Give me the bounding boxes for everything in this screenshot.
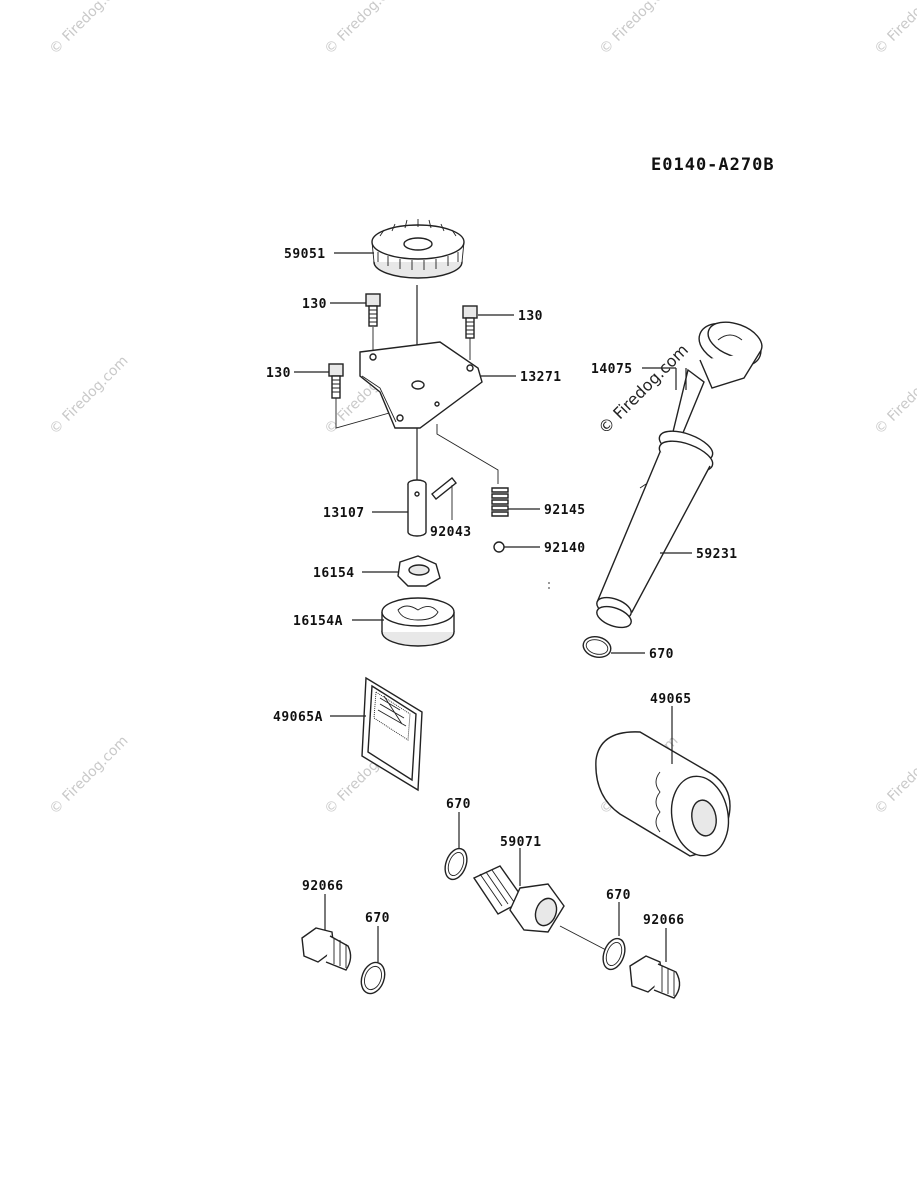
- leader-line: [642, 367, 687, 390]
- spring-92145[interactable]: [491, 487, 509, 517]
- part-label-130[interactable]: 130: [518, 309, 543, 324]
- watermarks: © Firedog.com © Firedog.com © Firedog.co…: [47, 0, 917, 818]
- part-label-13271[interactable]: 13271: [520, 370, 562, 385]
- oil-screen-49065A[interactable]: [361, 676, 423, 792]
- bolt-130-c[interactable]: [328, 363, 344, 399]
- watermark: © Firedog.com: [872, 353, 917, 438]
- watermark: © Firedog.com: [597, 0, 682, 58]
- part-label-92066[interactable]: 92066: [643, 913, 685, 928]
- part-label-130[interactable]: 130: [266, 366, 291, 381]
- o-ring-670[interactable]: [357, 959, 389, 997]
- oil-filler-cap-14075[interactable]: [671, 315, 767, 441]
- part-label-13107[interactable]: 13107: [323, 506, 365, 521]
- leader-line: [436, 424, 499, 484]
- watermark: © Firedog.com: [47, 0, 132, 58]
- part-label-59071[interactable]: 59071: [500, 835, 542, 850]
- o-ring-670[interactable]: [599, 936, 629, 973]
- bolt-130-b[interactable]: [462, 305, 478, 339]
- part-label-16154[interactable]: 16154: [313, 566, 355, 581]
- watermark: © Firedog.com: [47, 733, 132, 818]
- o-ring-670[interactable]: [441, 846, 471, 883]
- watermark: © Firedog.com: [872, 0, 917, 58]
- pump-cover-13271[interactable]: [359, 341, 483, 429]
- part-label-59051[interactable]: 59051: [284, 247, 326, 262]
- outer-rotor-16154A[interactable]: [381, 597, 455, 647]
- watermark: © Firedog.com: [47, 353, 132, 438]
- part-label-92066[interactable]: 92066: [302, 879, 344, 894]
- watermark: © Firedog.com: [872, 733, 917, 818]
- part-label-670[interactable]: 670: [365, 911, 390, 926]
- part-label-92145[interactable]: 92145: [544, 503, 586, 518]
- drain-plug-92066[interactable]: [629, 955, 681, 999]
- part-label-670[interactable]: 670: [446, 797, 471, 812]
- pin-92043[interactable]: [431, 477, 457, 500]
- leader-line: [559, 925, 607, 951]
- o-ring-670[interactable]: [581, 634, 613, 661]
- part-label-59231[interactable]: 59231: [696, 547, 738, 562]
- part-label-670[interactable]: 670: [649, 647, 674, 662]
- inner-rotor-16154[interactable]: [397, 555, 441, 587]
- oil-filter-49065[interactable]: [595, 731, 735, 860]
- oil-filler-tube-59231[interactable]: [594, 425, 716, 631]
- part-label-92043[interactable]: 92043: [430, 525, 472, 540]
- drain-plug-92066[interactable]: [301, 927, 352, 971]
- part-label-49065A[interactable]: 49065A: [273, 710, 323, 725]
- part-label-92140[interactable]: 92140: [544, 541, 586, 556]
- part-label-49065[interactable]: 49065: [650, 692, 692, 707]
- fitting-59071[interactable]: [472, 865, 565, 933]
- gear-59051[interactable]: [371, 219, 465, 279]
- diagram-code: E0140-A270B: [651, 155, 775, 175]
- ball-92140[interactable]: [493, 541, 505, 553]
- part-label-670[interactable]: 670: [606, 888, 631, 903]
- shaft-13107[interactable]: [407, 479, 427, 537]
- part-label-130[interactable]: 130: [302, 297, 327, 312]
- part-label-16154A[interactable]: 16154A: [293, 614, 343, 629]
- watermark: © Firedog.com: [322, 0, 407, 58]
- part-label-14075[interactable]: 14075: [591, 362, 633, 377]
- bolt-130-a[interactable]: [365, 293, 381, 327]
